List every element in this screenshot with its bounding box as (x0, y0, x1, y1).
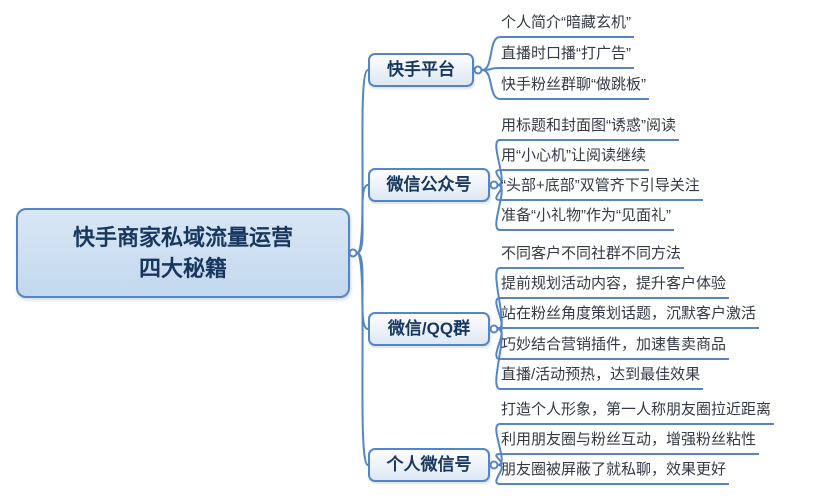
leaf-node[interactable]: 准备“小礼物”作为“见面礼” (500, 206, 674, 231)
branch-node-wechat-official-account[interactable]: 微信公众号 (368, 168, 490, 202)
branch-node-wechat-qq-group[interactable]: 微信/QQ群 (368, 312, 490, 346)
root-title-line1: 快手商家私域流量运营 (72, 225, 293, 250)
branch-connector-dot (489, 324, 499, 334)
branch-node-kuaishou-platform[interactable]: 快手平台 (368, 53, 474, 87)
branch-connector-dot (489, 460, 499, 470)
branch-leaf-connectors (481, 36, 503, 485)
leaf-node[interactable]: “头部+底部”双管齐下引导关注 (500, 176, 703, 201)
branch-connector-dot (489, 180, 499, 190)
root-title-line2: 四大秘籍 (138, 256, 227, 281)
root-branch-connectors (356, 69, 369, 466)
leaf-node[interactable]: 朋友圈被屏蔽了就私聊，效果更好 (500, 460, 730, 485)
leaf-node[interactable]: 不同客户不同社群不同方法 (500, 244, 685, 269)
leaf-node[interactable]: 用“小心机”让阅读继续 (500, 146, 649, 171)
leaf-node[interactable]: 个人简介“暗藏玄机” (500, 13, 634, 38)
leaf-node[interactable]: 快手粉丝群聊“做跳板” (500, 75, 649, 100)
leaf-node[interactable]: 直播/活动预热，达到最佳效果 (500, 365, 704, 390)
leaf-node[interactable]: 巧妙结合营销插件，加速售卖商品 (500, 335, 730, 360)
connector-dots (348, 65, 499, 470)
branch-connector-dot (473, 65, 483, 75)
leaf-node[interactable]: 提前规划活动内容，提升客户体验 (500, 274, 730, 299)
branch-node-personal-wechat[interactable]: 个人微信号 (368, 448, 490, 482)
leaf-node[interactable]: 利用朋友圈与粉丝互动，增强粉丝粘性 (500, 430, 760, 455)
leaf-node[interactable]: 打造个人形象，第一人称朋友圈拉近距离 (500, 400, 775, 425)
root-node[interactable]: 快手商家私域流量运营 四大秘籍 (16, 208, 350, 298)
leaf-node[interactable]: 用标题和封面图“诱惑”阅读 (500, 116, 679, 141)
leaf-node[interactable]: 站在粉丝角度策划话题，沉默客户激活 (500, 304, 760, 329)
root-connector-dot (348, 248, 358, 258)
leaf-node[interactable]: 直播时口播“打广告” (500, 44, 634, 69)
